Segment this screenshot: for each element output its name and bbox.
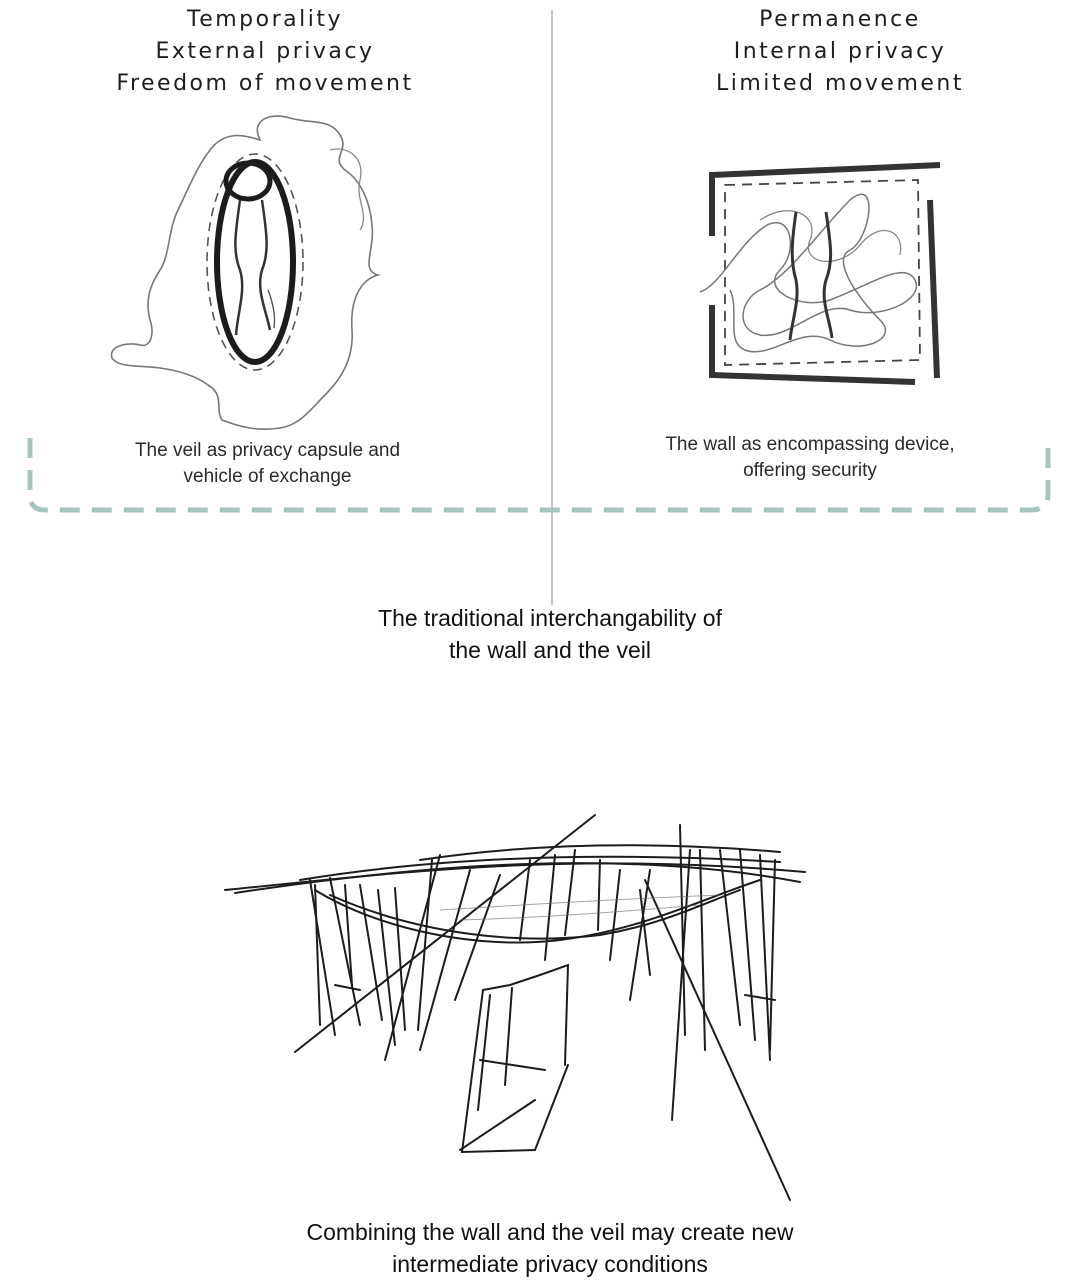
bottom-caption-line-2: intermediate privacy conditions [230,1248,870,1280]
bottom-caption: Combining the wall and the veil may crea… [230,1216,870,1280]
bottom-caption-line-1: Combining the wall and the veil may crea… [230,1216,870,1248]
